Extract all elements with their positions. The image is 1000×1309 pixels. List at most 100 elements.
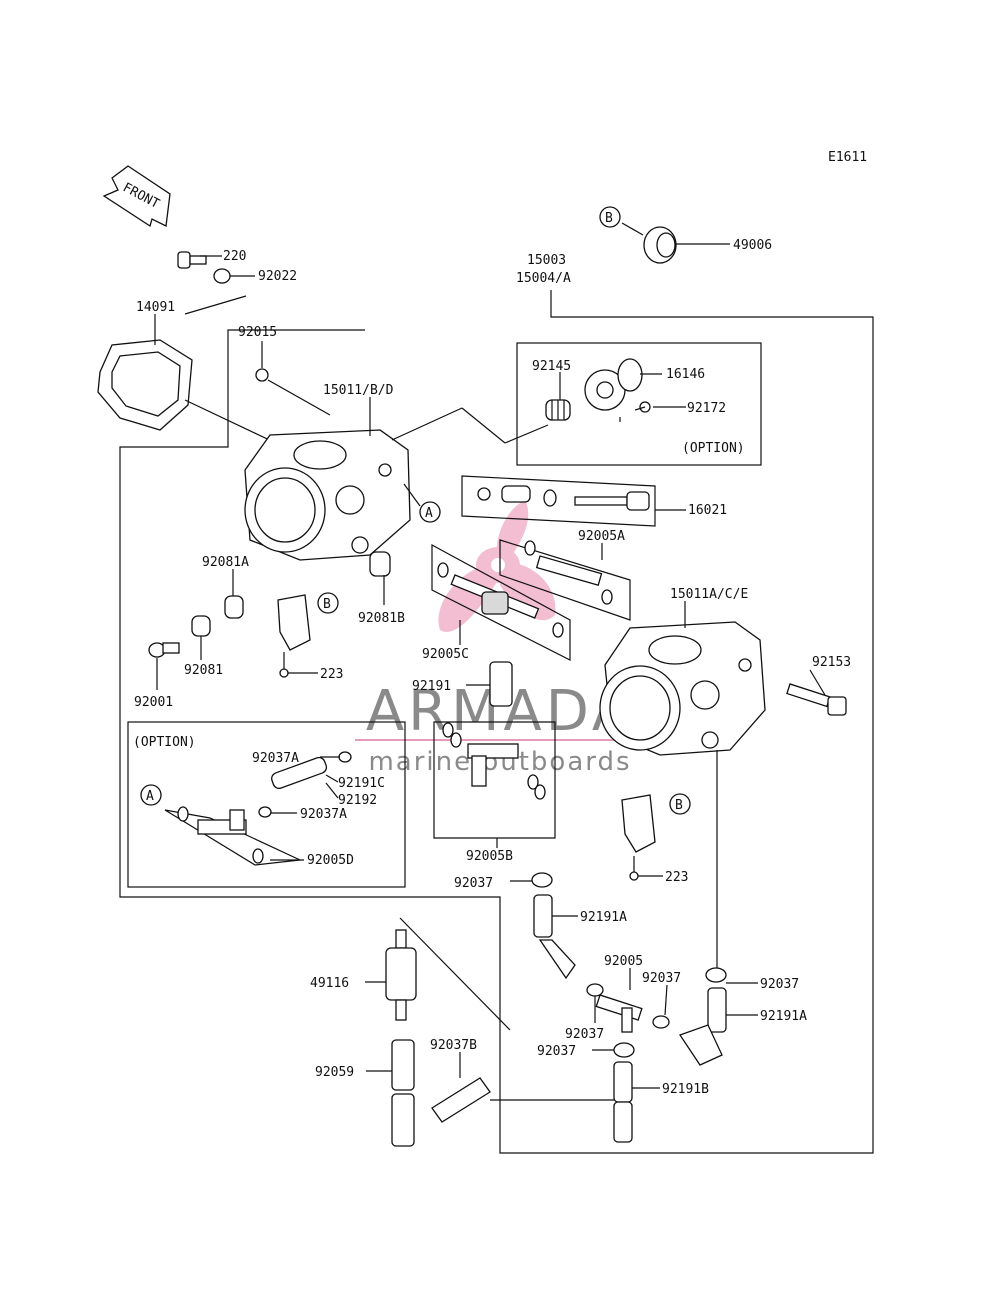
svg-text:B: B — [605, 211, 613, 226]
svg-text:A: A — [146, 789, 154, 804]
svg-text:A: A — [425, 506, 433, 521]
spring-92081a-shape — [224, 595, 244, 619]
part-label-92191: 92191 — [412, 679, 451, 694]
part-label-14091: 14091 — [136, 300, 175, 315]
part-label-49006: 49006 — [733, 238, 772, 253]
fitting-92005-shape — [595, 994, 643, 1033]
part-label-49116: 49116 — [310, 976, 349, 991]
callout-a-carb: A — [419, 501, 441, 523]
pipe-assembly-92005a-shape — [499, 539, 631, 621]
screw-220-shape — [177, 251, 207, 269]
part-label-220: 220 — [223, 249, 246, 264]
part-label-15011-b-d: 15011/B/D — [323, 383, 394, 398]
part-labels: 220 92022 14091 92015 15011/B/D 15003 15… — [134, 238, 851, 1097]
spring-92081b-shape — [369, 551, 391, 577]
option-box-choke — [516, 342, 762, 466]
part-label-92037-5: 92037 — [760, 977, 799, 992]
svg-text:B: B — [323, 597, 331, 612]
hose-92191c-shape — [271, 756, 328, 789]
hose-92191a-2-shape — [707, 987, 727, 1033]
bracket-bottom-shape — [621, 794, 656, 881]
diagram-code: E1611 — [828, 150, 867, 165]
part-label-92172: 92172 — [687, 401, 726, 416]
fitting-92005b-shape — [433, 721, 556, 839]
clip-92037-1-shape — [531, 872, 553, 888]
clip-92037-5-shape — [705, 967, 727, 983]
callout-a-option: A — [140, 784, 162, 806]
part-label-92037-2: 92037 — [642, 971, 681, 986]
part-label-92005b: 92005B — [466, 849, 513, 864]
clip-92037-2-shape — [586, 983, 604, 997]
hose-elbow-shape — [538, 939, 576, 980]
clip-92037-3-shape — [652, 1015, 670, 1029]
pipe-92059-shape — [391, 1039, 415, 1091]
grommet-49006-shape — [643, 226, 677, 264]
cover-14091-shape — [97, 339, 281, 446]
part-label-223-top: 223 — [320, 667, 343, 682]
pipe-assembly-92005c-shape — [431, 543, 571, 661]
nut-92015-shape — [255, 368, 269, 382]
part-label-92037a-1: 92037A — [252, 751, 299, 766]
option-label-fitting: (OPTION) — [133, 735, 196, 750]
part-label-92005: 92005 — [604, 954, 643, 969]
svg-text:B: B — [675, 798, 683, 813]
callout-b-bracket-top: B — [317, 592, 339, 614]
part-label-92081: 92081 — [184, 663, 223, 678]
part-label-92191c: 92191C — [338, 776, 385, 791]
pipe-92191-shape — [489, 661, 513, 707]
clip-92037a-bottom-shape — [258, 806, 272, 818]
choke-16146-shape — [584, 358, 643, 411]
part-label-92037a-2: 92037A — [300, 807, 347, 822]
callout-b-bracket-bottom: B — [669, 793, 691, 815]
assembly-frame — [119, 290, 874, 1154]
strap-92037b-shape — [431, 1077, 491, 1123]
part-label-92037-3: 92037 — [565, 1027, 604, 1042]
part-label-92192: 92192 — [338, 793, 377, 808]
part-label-15011a-c-e: 15011A/C/E — [670, 587, 748, 602]
part-label-92005c: 92005C — [422, 647, 469, 662]
fitting-92005d-shape — [164, 806, 303, 866]
part-label-16021: 16021 — [688, 503, 727, 518]
filter-49116-shape — [385, 929, 417, 1021]
part-label-92037-4: 92037 — [537, 1044, 576, 1059]
part-label-92191a-1: 92191A — [580, 910, 627, 925]
part-label-92153: 92153 — [812, 655, 851, 670]
part-label-223-bottom: 223 — [665, 870, 688, 885]
option-label-choke: (OPTION) — [682, 441, 745, 456]
watermark: ARMADA marine outboards — [355, 500, 645, 777]
part-label-15004-a: 15004/A — [516, 271, 571, 286]
part-label-92081a: 92081A — [202, 555, 249, 570]
option-box-fitting — [127, 721, 406, 888]
part-label-92037-1: 92037 — [454, 876, 493, 891]
hose-92191b-shape — [613, 1061, 633, 1103]
bracket-top-shape — [277, 594, 311, 678]
washer-92022-shape — [213, 268, 231, 284]
part-label-15003: 15003 — [527, 253, 566, 268]
part-label-92001: 92001 — [134, 695, 173, 710]
spring-92081-shape — [191, 615, 211, 637]
clip-92037-4-shape — [613, 1042, 635, 1058]
hose-92191a-1-shape — [533, 894, 553, 938]
hose-92191b-lower-shape — [613, 1101, 633, 1143]
screw-92001-shape — [148, 642, 180, 658]
part-label-92081b: 92081B — [358, 611, 405, 626]
part-label-16146: 16146 — [666, 367, 705, 382]
part-label-92015: 92015 — [238, 325, 277, 340]
clip-92037a-top-shape — [338, 751, 352, 763]
pipe-92059-lower-shape — [391, 1093, 415, 1147]
part-label-92059: 92059 — [315, 1065, 354, 1080]
watermark-propeller-logo — [438, 500, 556, 632]
spring-92145-shape — [545, 399, 571, 421]
screw-92172-shape — [634, 401, 651, 413]
part-label-92022: 92022 — [258, 269, 297, 284]
part-label-92191a-2: 92191A — [760, 1009, 807, 1024]
carburetor-left-shape — [244, 429, 411, 561]
part-label-92037b: 92037B — [430, 1038, 477, 1053]
screw-set-16021-shape — [461, 475, 656, 527]
part-label-92191b: 92191B — [662, 1082, 709, 1097]
callout-b-top: B — [599, 206, 621, 228]
part-label-92005d: 92005D — [307, 853, 354, 868]
part-label-92005a: 92005A — [578, 529, 625, 544]
